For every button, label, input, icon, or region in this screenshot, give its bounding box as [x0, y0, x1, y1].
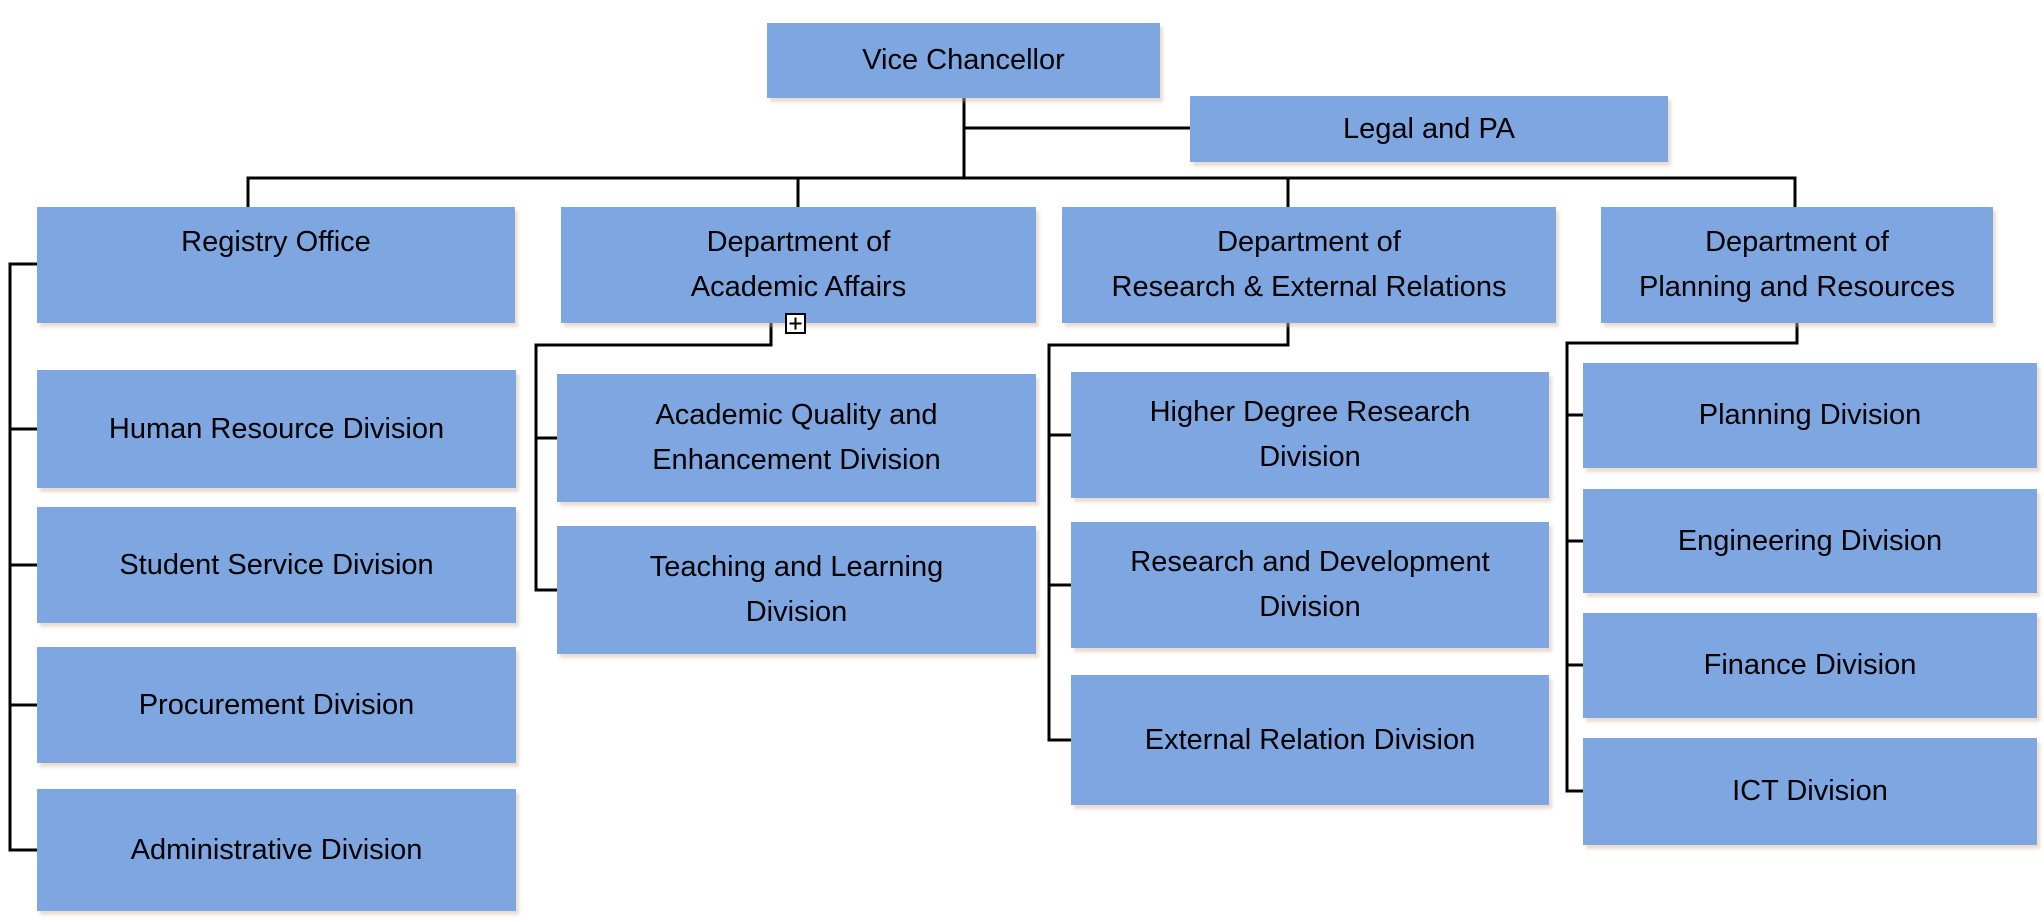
- node-teaching-learning-division[interactable]: Teaching and Learning Division: [557, 526, 1036, 654]
- expand-toggle-button[interactable]: [785, 313, 806, 334]
- node-human-resource-division[interactable]: Human Resource Division: [37, 370, 516, 488]
- node-ict-division[interactable]: ICT Division: [1583, 738, 2037, 845]
- connector-registry-branch: [8, 262, 37, 852]
- node-vice-chancellor[interactable]: Vice Chancellor: [767, 23, 1160, 98]
- node-engineering-division[interactable]: Engineering Division: [1583, 489, 2037, 593]
- node-academic-quality-enhancement-division[interactable]: Academic Quality and Enhancement Divisio…: [557, 374, 1036, 502]
- node-external-relation-division[interactable]: External Relation Division: [1071, 675, 1549, 805]
- node-research-development-division[interactable]: Research and Development Division: [1071, 522, 1549, 648]
- node-student-service-division[interactable]: Student Service Division: [37, 507, 516, 623]
- node-administrative-division[interactable]: Administrative Division: [37, 789, 516, 911]
- node-legal-and-pa[interactable]: Legal and PA: [1190, 96, 1668, 162]
- node-finance-division[interactable]: Finance Division: [1583, 613, 2037, 718]
- node-planning-division[interactable]: Planning Division: [1583, 363, 2037, 468]
- node-procurement-division[interactable]: Procurement Division: [37, 647, 516, 763]
- node-dept-planning-resources[interactable]: Department of Planning and Resources: [1601, 207, 1993, 323]
- node-dept-research-external-relations[interactable]: Department of Research & External Relati…: [1062, 207, 1556, 323]
- plus-box-icon: [789, 317, 802, 330]
- node-higher-degree-research-division[interactable]: Higher Degree Research Division: [1071, 372, 1549, 498]
- node-registry-office[interactable]: Registry Office: [37, 207, 515, 323]
- node-dept-academic-affairs[interactable]: Department of Academic Affairs: [561, 207, 1036, 323]
